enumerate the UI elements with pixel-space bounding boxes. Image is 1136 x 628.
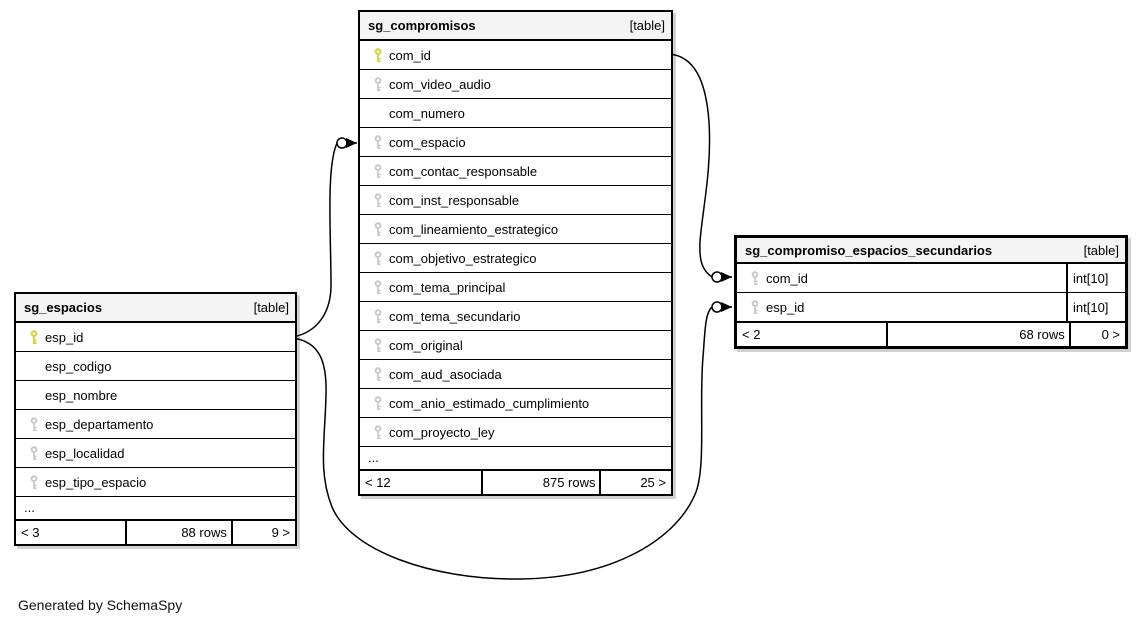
column-name: esp_id: [45, 329, 84, 345]
column-row: esp_id: [16, 323, 295, 352]
column-type: int[10]: [1066, 264, 1125, 292]
index-key-icon: [360, 395, 387, 411]
column-row: com_inst_responsable: [360, 186, 671, 215]
index-key-icon: [737, 299, 764, 315]
column-row: com_aud_asociada: [360, 360, 671, 389]
column-name: esp_id: [766, 299, 805, 315]
column-row: com_original: [360, 331, 671, 360]
hidden-columns-ellipsis: ...: [16, 497, 295, 520]
column-row: com_tema_principal: [360, 273, 671, 302]
table-name[interactable]: sg_compromiso_espacios_secundarios: [745, 242, 993, 258]
index-key-icon: [360, 337, 387, 353]
index-key-icon: [360, 221, 387, 237]
column-list: com_id int[10] esp_id int[10]: [737, 264, 1125, 321]
column-row: esp_codigo: [16, 352, 295, 381]
footer-row-count: 88 rows: [124, 521, 231, 544]
column-row: com_id int[10]: [737, 264, 1125, 293]
table-footer: < 12 875 rows 25 >: [360, 470, 671, 494]
footer-parents-count: 9 >: [230, 521, 295, 544]
footer-children-count: < 3: [21, 525, 40, 540]
column-name: esp_nombre: [45, 387, 118, 403]
column-name: com_aud_asociada: [389, 366, 502, 382]
column-name: esp_departamento: [45, 416, 154, 432]
column-name: com_numero: [389, 105, 465, 121]
column-row: com_proyecto_ley: [360, 418, 671, 447]
primary-key-icon: [16, 329, 43, 345]
column-list: esp_id esp_codigo esp_nombre esp_departamen…: [16, 323, 295, 497]
column-row: esp_nombre: [16, 381, 295, 410]
footer-row-count: 68 rows: [886, 323, 1068, 346]
footer-row-count: 875 rows: [481, 471, 599, 494]
primary-key-icon: [360, 47, 387, 63]
column-name: com_lineamiento_estrategico: [389, 221, 559, 237]
footer-parents-count: 25 >: [599, 471, 671, 494]
table-badge: [table]: [629, 18, 665, 33]
column-row: com_objetivo_estrategico: [360, 244, 671, 273]
index-key-icon: [360, 279, 387, 295]
index-key-icon: [16, 416, 43, 432]
table-name[interactable]: sg_espacios: [24, 300, 103, 315]
column-name: com_objetivo_estrategico: [389, 250, 537, 266]
index-key-icon: [360, 366, 387, 382]
column-row: esp_id int[10]: [737, 293, 1125, 321]
column-row: com_numero: [360, 99, 671, 128]
index-key-icon: [16, 474, 43, 490]
index-key-icon: [360, 308, 387, 324]
table-footer: < 2 68 rows 0 >: [737, 321, 1125, 346]
footer-parents-count: 0 >: [1068, 323, 1125, 346]
column-name: com_inst_responsable: [389, 192, 520, 208]
relationship-esp-id-to-com-espacio: [292, 137, 357, 338]
index-key-icon: [360, 76, 387, 92]
table-badge: [table]: [253, 300, 289, 315]
index-key-icon: [360, 134, 387, 150]
table-name[interactable]: sg_compromisos: [368, 18, 476, 33]
column-name: esp_tipo_espacio: [45, 474, 147, 490]
column-name: esp_codigo: [45, 358, 112, 374]
table-sg-compromiso-espacios-secundarios[interactable]: sg_compromiso_espacios_secundarios [tabl…: [734, 235, 1128, 349]
generated-by-label: Generated by SchemaSpy: [18, 597, 183, 613]
hidden-columns-ellipsis: ...: [360, 447, 671, 470]
column-name: com_tema_secundario: [389, 308, 521, 324]
column-row: com_espacio: [360, 128, 671, 157]
column-name: com_proyecto_ley: [389, 424, 495, 440]
column-row: com_tema_secundario: [360, 302, 671, 331]
column-name: esp_localidad: [45, 445, 125, 461]
column-row: com_anio_estimado_cumplimiento: [360, 389, 671, 418]
relationship-com-id-to-secundarios-com-id: [668, 53, 732, 283]
index-key-icon: [16, 445, 43, 461]
column-name: com_original: [389, 337, 463, 353]
footer-children-count: < 2: [742, 327, 761, 342]
column-type: int[10]: [1066, 293, 1125, 321]
table-footer: < 3 88 rows 9 >: [16, 520, 295, 544]
column-name: com_id: [389, 47, 431, 63]
index-key-icon: [360, 192, 387, 208]
index-key-icon: [360, 424, 387, 440]
relationship-esp-id-to-secundarios-esp-id: [292, 301, 732, 580]
table-header: sg_compromisos [table]: [360, 12, 671, 41]
table-sg-compromisos[interactable]: sg_compromisos [table] com_id com_video_a…: [358, 10, 673, 496]
column-name: com_video_audio: [389, 76, 491, 92]
column-row: com_id: [360, 41, 671, 70]
column-row: esp_localidad: [16, 439, 295, 468]
column-row: esp_departamento: [16, 410, 295, 439]
column-row: com_video_audio: [360, 70, 671, 99]
footer-children-count: < 12: [365, 475, 391, 490]
column-list: com_id com_video_audio com_numero com_espac…: [360, 41, 671, 447]
column-row: esp_tipo_espacio: [16, 468, 295, 497]
column-name: com_contac_responsable: [389, 163, 538, 179]
index-key-icon: [360, 250, 387, 266]
column-name: com_espacio: [389, 134, 466, 150]
table-header: sg_compromiso_espacios_secundarios [tabl…: [737, 238, 1125, 264]
column-row: com_lineamiento_estrategico: [360, 215, 671, 244]
column-row: com_contac_responsable: [360, 157, 671, 186]
column-name: com_id: [766, 270, 808, 286]
column-name: com_anio_estimado_cumplimiento: [389, 395, 590, 411]
table-header: sg_espacios [table]: [16, 294, 295, 323]
index-key-icon: [360, 163, 387, 179]
table-badge: [table]: [1083, 242, 1119, 258]
column-name: com_tema_principal: [389, 279, 506, 295]
index-key-icon: [737, 270, 764, 286]
